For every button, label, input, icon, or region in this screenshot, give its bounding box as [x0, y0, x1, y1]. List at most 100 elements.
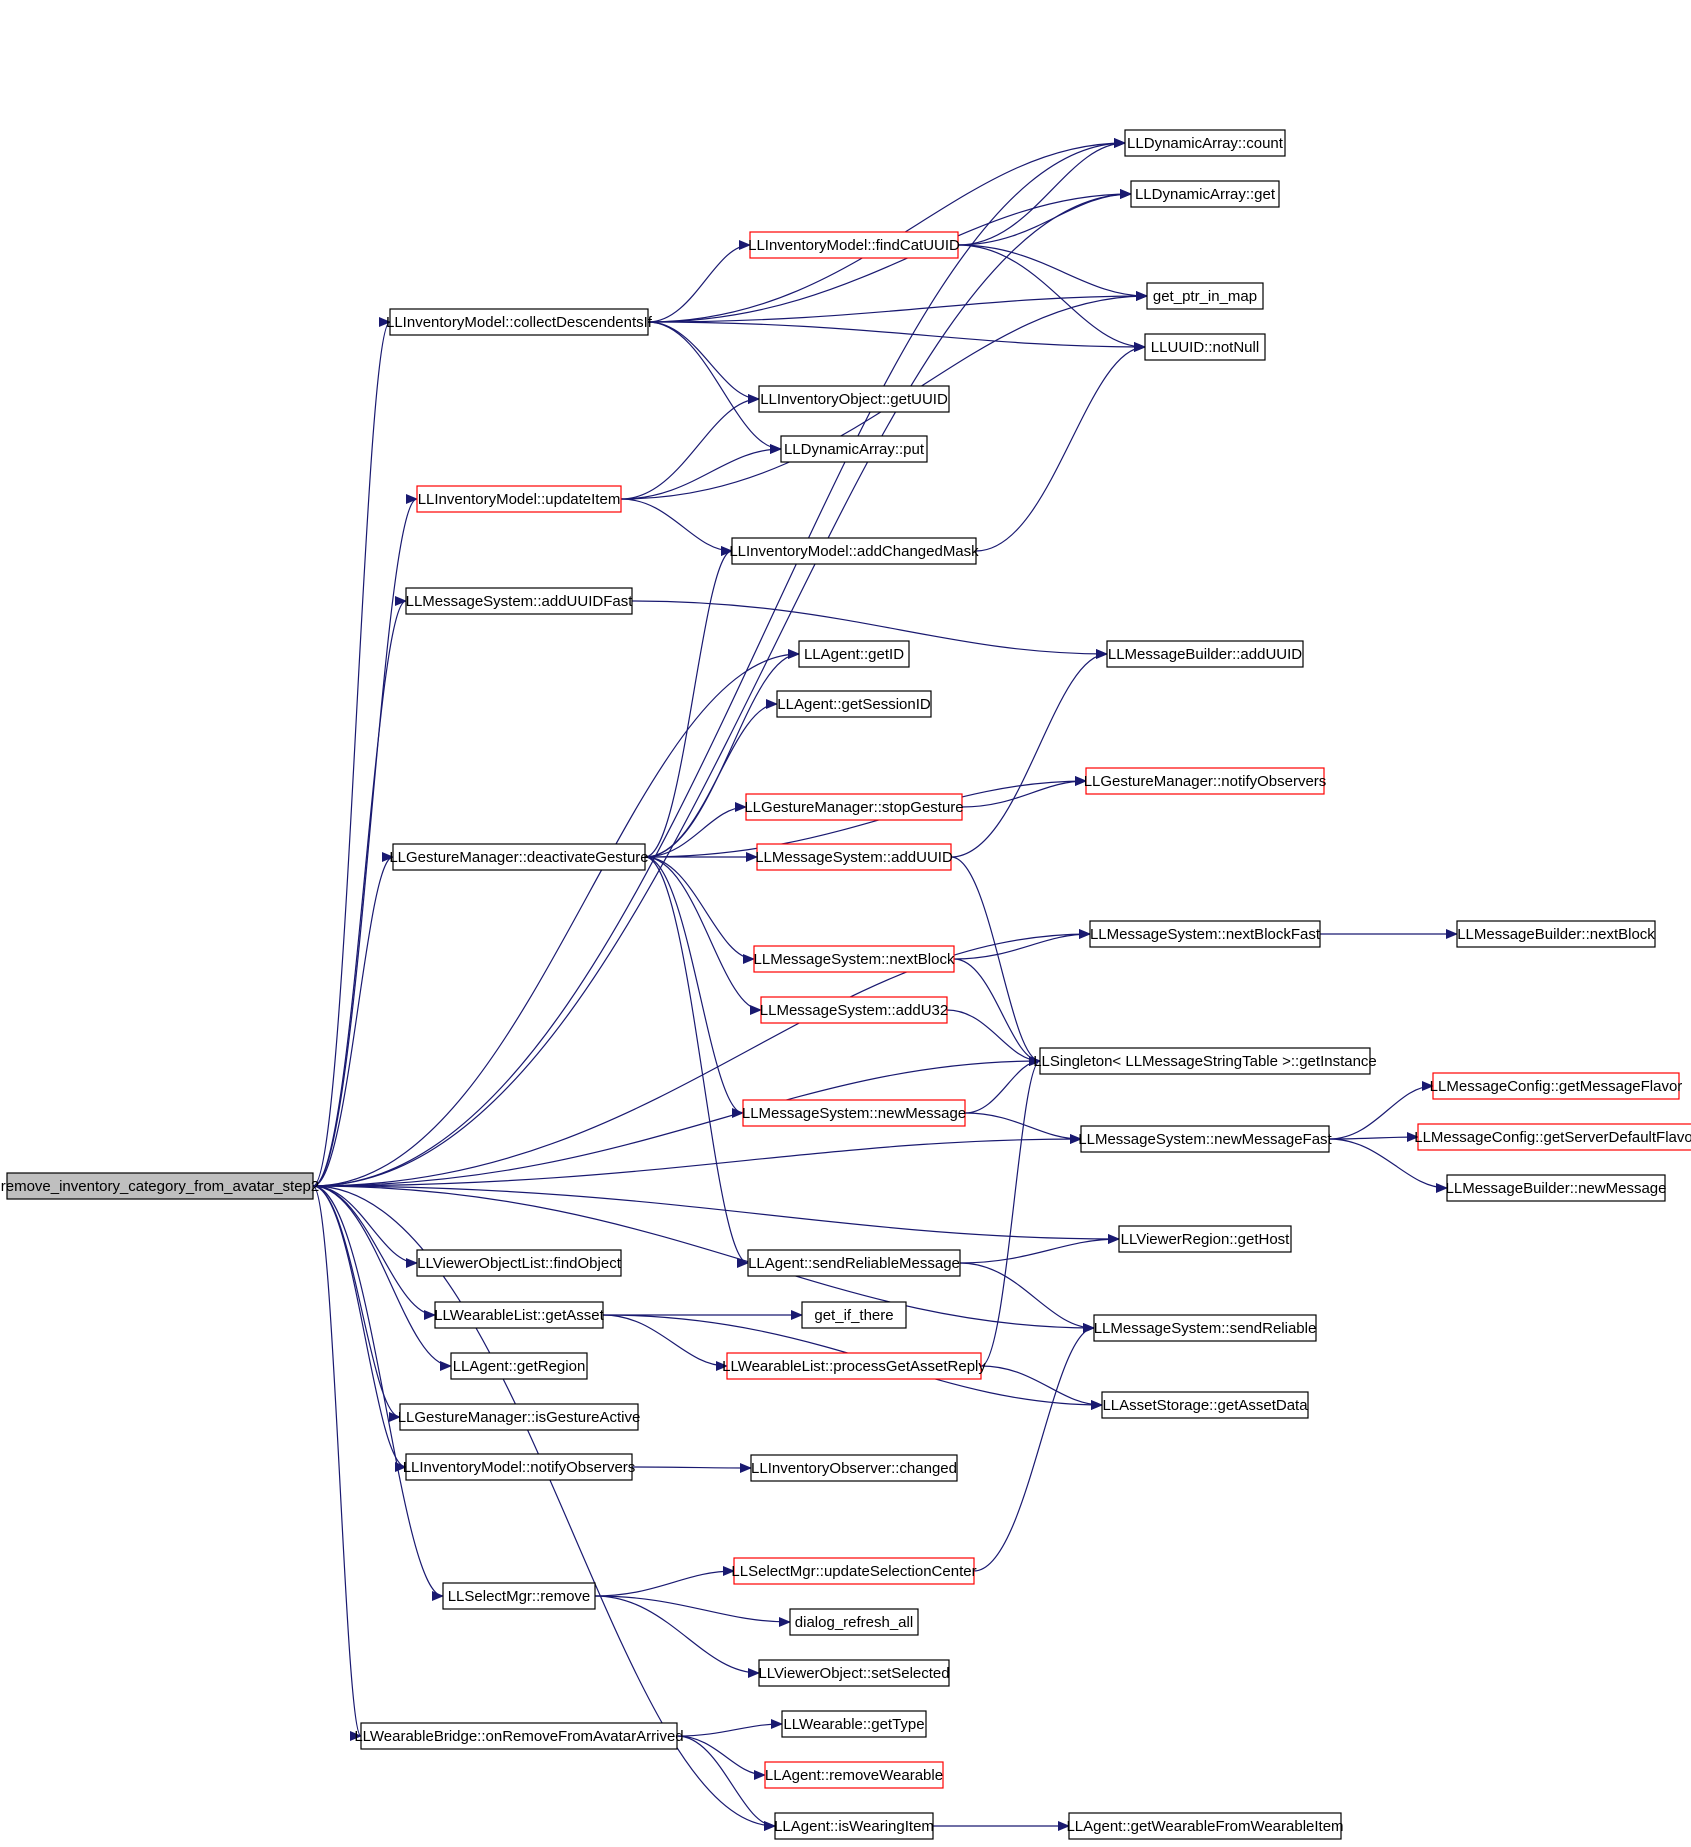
edge-collect-descendents-if-to-inv-get-uuid [647, 321, 760, 404]
node-new-message-fast[interactable]: LLMessageSystem::newMessageFast [1078, 1125, 1333, 1153]
node-label: LLMessageSystem::sendReliable [1094, 1320, 1317, 1337]
node-get-wearable-from-item[interactable]: LLAgent::getWearableFromWearableItem [1066, 1812, 1344, 1840]
node-uuid-not-null[interactable]: LLUUID::notNull [1144, 333, 1266, 361]
node-get-session-id[interactable]: LLAgent::getSessionID [776, 690, 932, 718]
node-update-item[interactable]: LLInventoryModel::updateItem [416, 485, 622, 513]
node-inv-notify-observers[interactable]: LLInventoryModel::notifyObservers [403, 1453, 636, 1481]
edge-collect-descendents-if-to-da-put [647, 321, 782, 454]
edge-deactivate-gesture-to-send-reliable-message [644, 856, 749, 1268]
node-inv-get-uuid[interactable]: LLInventoryObject::getUUID [758, 385, 950, 413]
node-find-cat-uuid[interactable]: LLInventoryModel::findCatUUID [748, 231, 960, 259]
edge-new-message-fast-to-get-server-default-flavor [1328, 1132, 1419, 1143]
edge-root-to-new-message-fast [312, 1134, 1082, 1187]
node-add-uuid[interactable]: LLMessageSystem::addUUID [755, 843, 953, 871]
edge-next-block-to-get-instance [953, 958, 1041, 1066]
node-label: LLWearable::getType [783, 1716, 924, 1733]
node-inv-obs-changed[interactable]: LLInventoryObserver::changed [750, 1454, 958, 1482]
edge-sel-remove-to-set-selected [594, 1595, 760, 1678]
node-set-selected[interactable]: LLViewerObject::setSelected [758, 1659, 950, 1687]
node-get-message-flavor[interactable]: LLMessageConfig::getMessageFlavor [1430, 1072, 1683, 1100]
node-label: LLMessageConfig::getServerDefaultFlavor [1414, 1129, 1691, 1146]
edge-send-reliable-message-to-send-reliable [959, 1262, 1095, 1333]
node-on-remove[interactable]: LLWearableBridge::onRemoveFromAvatarArri… [354, 1722, 684, 1750]
node-da-get[interactable]: LLDynamicArray::get [1130, 180, 1280, 208]
node-mb-add-uuid[interactable]: LLMessageBuilder::addUUID [1106, 640, 1304, 668]
node-label: LLAgent::removeWearable [765, 1767, 943, 1784]
node-find-object[interactable]: LLViewerObjectList::findObject [416, 1249, 622, 1277]
node-box [742, 1099, 966, 1127]
node-label: LLInventoryObject::getUUID [760, 391, 948, 408]
node-box [392, 843, 646, 871]
node-da-count[interactable]: LLDynamicArray::count [1124, 129, 1286, 157]
edge-root-to-find-object [312, 1185, 418, 1268]
node-sel-remove[interactable]: LLSelectMgr::remove [442, 1582, 596, 1610]
node-next-block-fast[interactable]: LLMessageSystem::nextBlockFast [1089, 920, 1321, 948]
node-update-sel-center[interactable]: LLSelectMgr::updateSelectionCenter [731, 1557, 977, 1585]
node-new-message[interactable]: LLMessageSystem::newMessage [742, 1099, 966, 1127]
edge-root-to-on-remove [312, 1185, 362, 1741]
node-gm-notify-observers[interactable]: LLGestureManager::notifyObservers [1084, 767, 1327, 795]
node-box [1446, 1174, 1666, 1202]
node-box [1080, 1125, 1330, 1153]
node-process-get-asset-reply[interactable]: LLWearableList::processGetAssetReply [722, 1352, 986, 1380]
node-label: LLGestureManager::stopGesture [744, 799, 963, 816]
node-label: LLAgent::sendReliableMessage [748, 1255, 960, 1272]
node-box [1130, 180, 1280, 208]
node-label: LLViewerRegion::getHost [1121, 1231, 1291, 1248]
node-label: LLDynamicArray::count [1127, 135, 1284, 152]
node-box [789, 1608, 919, 1636]
node-box [1146, 282, 1264, 310]
node-label: remove_inventory_category_from_avatar_st… [1, 1178, 320, 1195]
node-mb-new-message[interactable]: LLMessageBuilder::newMessage [1446, 1174, 1667, 1202]
node-add-uuidfast[interactable]: LLMessageSystem::addUUIDFast [405, 587, 634, 615]
node-box [745, 793, 963, 821]
node-box [758, 1659, 950, 1687]
node-get-region[interactable]: LLAgent::getRegion [450, 1352, 588, 1380]
edge-deactivate-gesture-to-get-id [644, 649, 800, 858]
node-is-gesture-active[interactable]: LLGestureManager::isGestureActive [398, 1403, 641, 1431]
node-next-block[interactable]: LLMessageSystem::nextBlock [753, 945, 955, 973]
node-get-type[interactable]: LLWearable::getType [781, 1710, 927, 1738]
edge-root-to-sel-remove [312, 1185, 444, 1601]
edge-root-to-get-host [312, 1185, 1120, 1244]
node-mb-next-block[interactable]: LLMessageBuilder::nextBlock [1456, 920, 1656, 948]
node-collect-descendents-if[interactable]: LLInventoryModel::collectDescendentsIf [386, 308, 653, 336]
node-get-host[interactable]: LLViewerRegion::getHost [1118, 1225, 1292, 1253]
node-dialog-refresh-all[interactable]: dialog_refresh_all [789, 1608, 919, 1636]
node-box [389, 308, 649, 336]
node-get-id[interactable]: LLAgent::getID [798, 640, 910, 668]
node-box [6, 1172, 314, 1200]
node-get-asset[interactable]: LLWearableList::getAsset [434, 1301, 605, 1329]
node-remove-wearable[interactable]: LLAgent::removeWearable [764, 1761, 944, 1789]
edge-root-to-inv-notify-observers [312, 1185, 407, 1472]
node-add-u32[interactable]: LLMessageSystem::addU32 [760, 996, 948, 1024]
node-get-ptr-in-map[interactable]: get_ptr_in_map [1146, 282, 1264, 310]
node-box [416, 1249, 622, 1277]
edge-root-to-is-gesture-active [312, 1185, 401, 1422]
node-get-instance[interactable]: LLSingleton< LLMessageStringTable >::get… [1033, 1047, 1377, 1075]
node-label: LLGestureManager::isGestureActive [398, 1409, 641, 1426]
edge-send-reliable-message-to-get-host [959, 1234, 1120, 1264]
node-send-reliable[interactable]: LLMessageSystem::sendReliable [1093, 1314, 1317, 1342]
edge-root-to-is-wearing-item [312, 1185, 776, 1831]
node-box [399, 1403, 639, 1431]
node-box [1068, 1812, 1342, 1840]
node-deactivate-gesture[interactable]: LLGestureManager::deactivateGesture [389, 843, 649, 871]
node-stop-gesture[interactable]: LLGestureManager::stopGesture [744, 793, 964, 821]
node-label: LLWearableList::getAsset [434, 1307, 604, 1324]
node-label: LLGestureManager::notifyObservers [1084, 773, 1327, 790]
node-get-if-there[interactable]: get_if_there [801, 1301, 907, 1329]
node-box [781, 1710, 927, 1738]
node-is-wearing-item[interactable]: LLAgent::isWearingItem [774, 1812, 934, 1840]
node-get-asset-data[interactable]: LLAssetStorage::getAssetData [1101, 1391, 1309, 1419]
node-root: remove_inventory_category_from_avatar_st… [1, 1172, 320, 1200]
node-send-reliable-message[interactable]: LLAgent::sendReliableMessage [747, 1249, 961, 1277]
node-da-put[interactable]: LLDynamicArray::put [780, 435, 928, 463]
node-label: LLAgent::getWearableFromWearableItem [1066, 1818, 1343, 1835]
node-label: LLMessageSystem::addU32 [760, 1002, 948, 1019]
edge-stop-gesture-to-gm-notify-observers [961, 776, 1087, 808]
edge-root-to-send-reliable [312, 1185, 1095, 1333]
node-label: LLMessageBuilder::addUUID [1108, 646, 1302, 663]
node-get-server-default-flavor[interactable]: LLMessageConfig::getServerDefaultFlavor [1414, 1123, 1691, 1151]
node-add-changed-mask[interactable]: LLInventoryModel::addChangedMask [729, 537, 979, 565]
